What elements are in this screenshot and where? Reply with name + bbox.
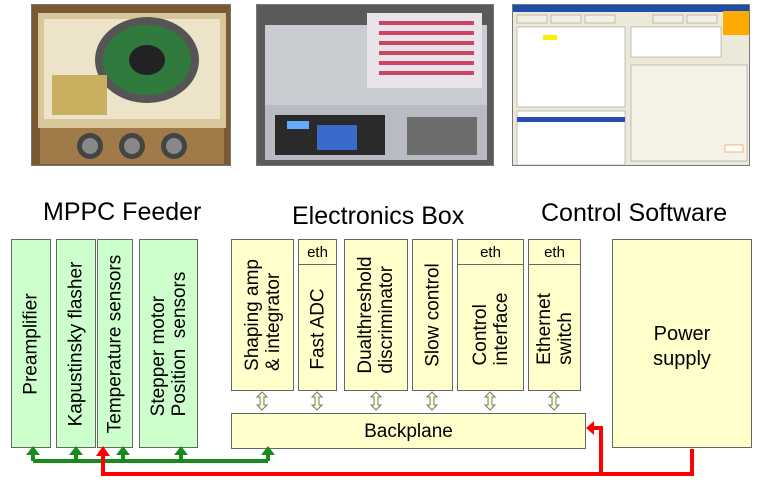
feeder-module-temperature-sensors: Temperature sensors [97,239,133,448]
eth-label: eth [299,240,336,265]
heading-control-software: Control Software [541,199,728,227]
eth-label: eth [458,240,523,265]
power-supply: Power supply [612,239,752,448]
power-supply-label: Power supply [653,323,711,370]
electronics-box-photo [256,4,494,166]
heading-electronics-box: Electronics Box [292,202,465,230]
electronics-module-fast-adc: eth Fast ADC [298,239,337,391]
bus-arrow [255,391,269,411]
bus-arrow [483,391,497,411]
feeder-module-kapustinsky-flasher: Kapustinsky flasher [56,239,96,448]
backplane-label: Backplane [364,421,453,442]
bus-arrow [310,391,324,411]
electronics-module-dualthreshold-discriminator: Dualthreshold discriminator [344,239,408,391]
control-software-screenshot [512,4,750,166]
bus-arrow [425,391,439,411]
eth-label: eth [529,240,580,265]
backplane: Backplane [231,413,586,449]
feeder-module-preamplifier: Preamplifier [11,239,51,448]
bus-arrow [547,391,561,411]
electronics-module-slow-control: Slow control [412,239,453,391]
electronics-module-shaping-amp: Shaping amp & integrator [231,239,294,391]
feeder-module-stepper-motor: Stepper motor Position sensors [139,239,198,448]
electronics-module-ethernet-switch: eth Ethernet switch [528,239,581,391]
electronics-module-control-interface: eth Control interface [457,239,524,391]
heading-mppc-feeder: MPPC Feeder [43,198,202,226]
bus-arrow [369,391,383,411]
feeder-photo [31,4,231,166]
